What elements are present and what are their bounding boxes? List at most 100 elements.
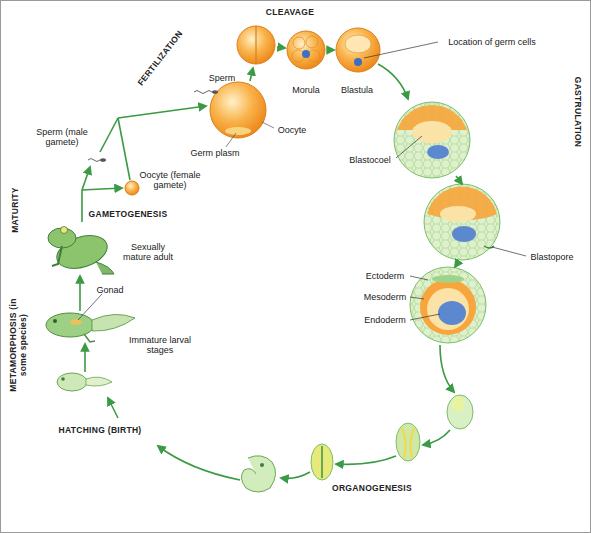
sperm-head [212,90,218,94]
embryo [447,395,473,429]
embryo [394,102,470,178]
part-label: Germ plasm [185,148,245,158]
stage-heading: GAMETOGENESIS [78,209,178,219]
part-label: Gonad [90,285,130,295]
embryo [287,31,325,69]
arrow [281,472,310,478]
eye [61,377,65,381]
adult-frog [48,227,114,275]
embryo [424,184,500,260]
cleavage-furrow [255,26,256,64]
late-gastrula [410,267,486,343]
embryo [241,456,275,492]
arrow [82,167,90,190]
tadpole-tail [86,377,112,386]
germ-plasm [225,127,251,135]
part-label: Immature larval stages [129,335,191,355]
arrow [456,176,462,184]
early-gastrula [394,102,470,178]
archenteron [427,288,469,330]
cell [292,50,304,62]
germ-cells [427,145,449,159]
stage-heading: MATURITY [10,165,20,255]
tadpole-body [57,373,87,391]
young-tadpole [57,373,112,391]
blastocoel [440,206,476,222]
neural-folds [402,428,414,458]
leader-line [410,276,428,280]
embryo [311,444,333,480]
arrow [158,446,240,480]
blastocoel [345,35,371,53]
tadpole-body [46,313,94,337]
eye [260,463,264,467]
arrow [440,345,454,392]
neural-fold [452,396,464,412]
part-label: Oocyte [272,125,312,135]
arrow-line [100,118,118,152]
sperm-head [100,158,106,162]
stage-heading: CLEAVAGE [235,7,345,17]
leader-line [396,136,422,158]
arrow [82,188,122,190]
endoderm [438,301,466,325]
cell [306,36,318,48]
part-label: Mesoderm [360,292,410,302]
arrow [327,49,334,51]
two-cell-stage [237,26,275,64]
part-label: Blastopore [525,252,580,262]
arrow [378,64,408,99]
leader-line [492,247,526,256]
part-label: Blastocoel [343,155,398,165]
arrow [250,68,253,81]
arrow-line [81,190,83,222]
curled-embryo [241,456,275,492]
stage-heading: METAMORPHOSIS (in some species) [8,297,28,393]
arrow [84,344,86,372]
part-label: Location of germ cells [437,37,547,47]
arrow-line [118,118,130,180]
cell [308,50,320,62]
mid-gastrula [424,184,526,260]
leader-line [364,42,438,58]
leader-line [226,133,236,147]
part-label: Sperm [202,73,242,83]
older-tadpole [46,294,135,342]
part-label: Sexually mature adult [118,242,178,262]
ectoderm [410,267,486,343]
stage-heading: HATCHING (BIRTH) [45,425,155,435]
cell [293,37,305,49]
embryo [396,423,420,461]
germ-cells [354,58,362,66]
part-label: Ectoderm [360,271,410,281]
arrow [455,261,459,267]
leader-line [410,314,440,320]
part-label: Morula [286,85,326,95]
germ-cells [302,50,310,58]
hind-leg [84,334,95,342]
arrow [79,276,81,311]
arrow [118,106,206,118]
gonad [70,319,82,325]
part-label: Blastula [335,85,380,95]
part-label: Endoderm [360,315,410,325]
morula-stage [287,31,325,69]
neurula [447,395,473,429]
stage-heading: GASTRULATION [573,57,583,167]
oocyte-symbol [125,181,139,195]
embryo [336,28,380,72]
tailbud-embryo [311,444,333,480]
oocyte-egg [194,82,274,147]
early-tailbud [396,423,420,461]
leader-line [262,122,274,128]
part-label: Sperm (male gamete) [32,127,92,147]
egg-cell [210,82,266,138]
blastula-stage [336,28,438,72]
eye [61,227,68,234]
sperm-symbol [194,91,212,94]
arrow [277,47,285,48]
tadpole-tail [92,314,135,331]
leader-line [410,297,424,299]
